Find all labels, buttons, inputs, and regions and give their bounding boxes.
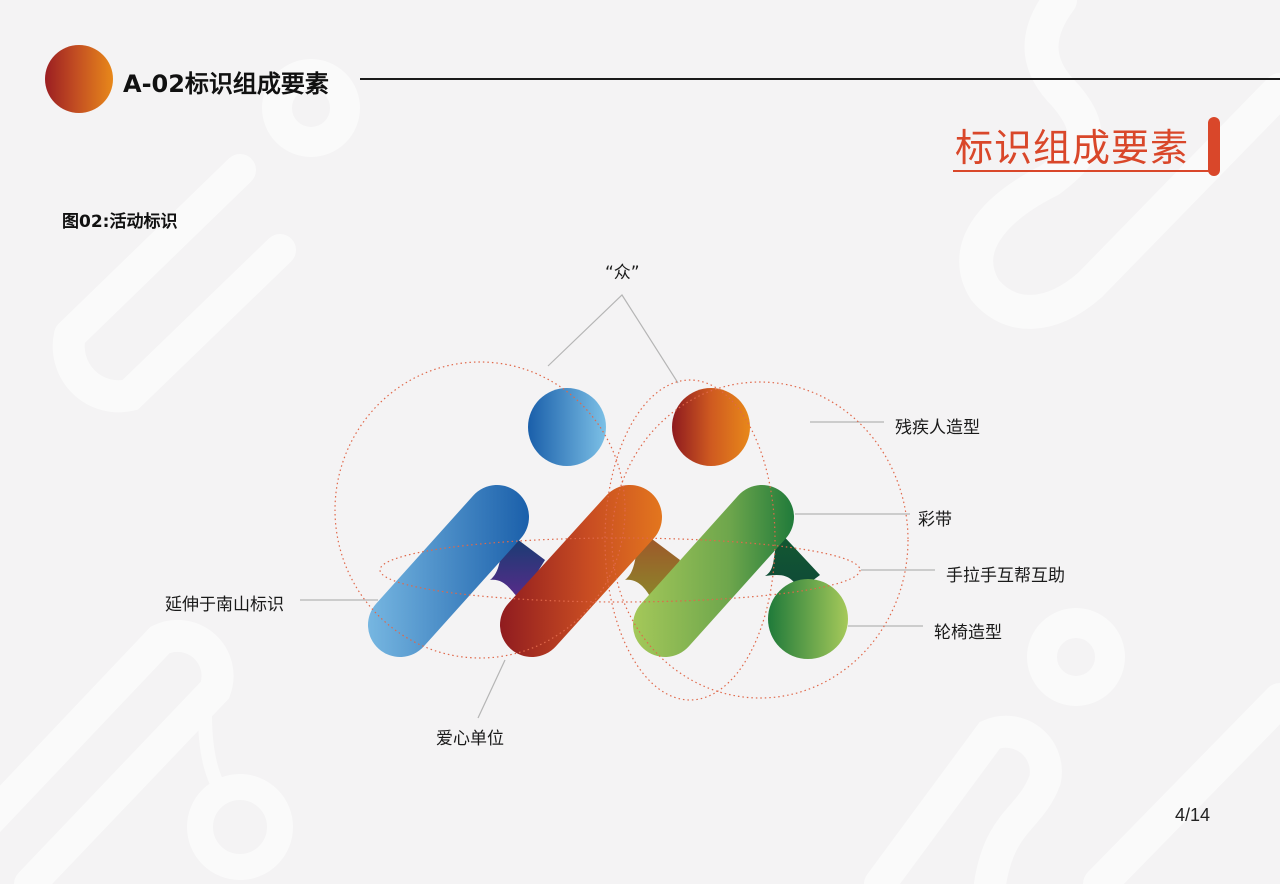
section-title: 标识组成要素 xyxy=(955,126,1190,170)
header-circle-icon xyxy=(45,45,113,113)
page-number: 4/14 xyxy=(1175,805,1211,825)
label-hand-in-hand: 手拉手互帮互助 xyxy=(946,566,1065,586)
label-disabled-person-shape: 残疾人造型 xyxy=(895,418,980,438)
figure-caption: 图02:活动标识 xyxy=(62,212,178,232)
page-title: A-02标识组成要素 xyxy=(123,70,329,98)
section-accent-bar xyxy=(1208,117,1220,176)
label-zhong: “众” xyxy=(605,263,640,283)
label-ribbon: 彩带 xyxy=(918,510,952,530)
label-wheelchair-shape: 轮椅造型 xyxy=(934,623,1002,643)
label-nanshan-extension: 延伸于南山标识 xyxy=(165,595,284,615)
section-underline xyxy=(953,170,1213,172)
label-caring-unit: 爱心单位 xyxy=(436,729,504,749)
header-divider xyxy=(360,78,1280,80)
